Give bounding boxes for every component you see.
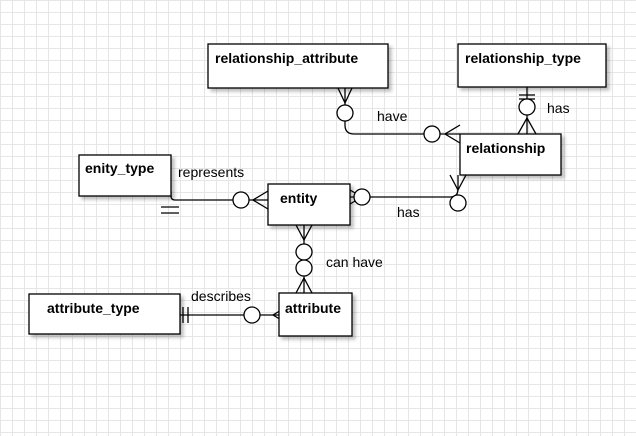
- entity-relationship-type[interactable]: relationship_type: [457, 43, 607, 88]
- connector-relationship-type-to-relationship: [517, 87, 537, 135]
- entity-enity-type[interactable]: enity_type: [78, 154, 172, 197]
- label-represents: represents: [178, 164, 244, 180]
- entity-relationship-type-title: relationship_type: [465, 50, 581, 66]
- label-have: have: [377, 108, 408, 124]
- label-has-relationship-type: has: [547, 100, 570, 116]
- entity-attribute-type[interactable]: attribute_type: [28, 293, 181, 335]
- entity-entity-title: entity: [280, 190, 318, 206]
- entity-relationship-attribute[interactable]: relationship_attribute: [207, 43, 389, 89]
- connector-enity-type-to-entity: [161, 190, 269, 214]
- entity-entity[interactable]: entity: [267, 183, 351, 226]
- entity-relationship-attribute-title: relationship_attribute: [215, 50, 358, 66]
- label-can-have: can have: [326, 254, 383, 270]
- entity-attribute-type-title: attribute_type: [47, 300, 140, 316]
- connector-relationship-attribute-to-relationship: [336, 87, 461, 144]
- entity-relationship[interactable]: relationship: [459, 133, 562, 176]
- entity-attribute-title: attribute: [285, 300, 341, 316]
- entity-attribute[interactable]: attribute: [278, 292, 353, 337]
- label-describes: describes: [191, 288, 251, 304]
- connector-entity-to-relationship: [349, 174, 467, 212]
- entity-relationship-title: relationship: [466, 140, 545, 156]
- connector-entity-to-attribute: [295, 224, 313, 294]
- connector-attribute-type-to-attribute: [180, 305, 289, 325]
- entity-enity-type-title: enity_type: [85, 160, 154, 176]
- label-has-entity: has: [397, 204, 420, 220]
